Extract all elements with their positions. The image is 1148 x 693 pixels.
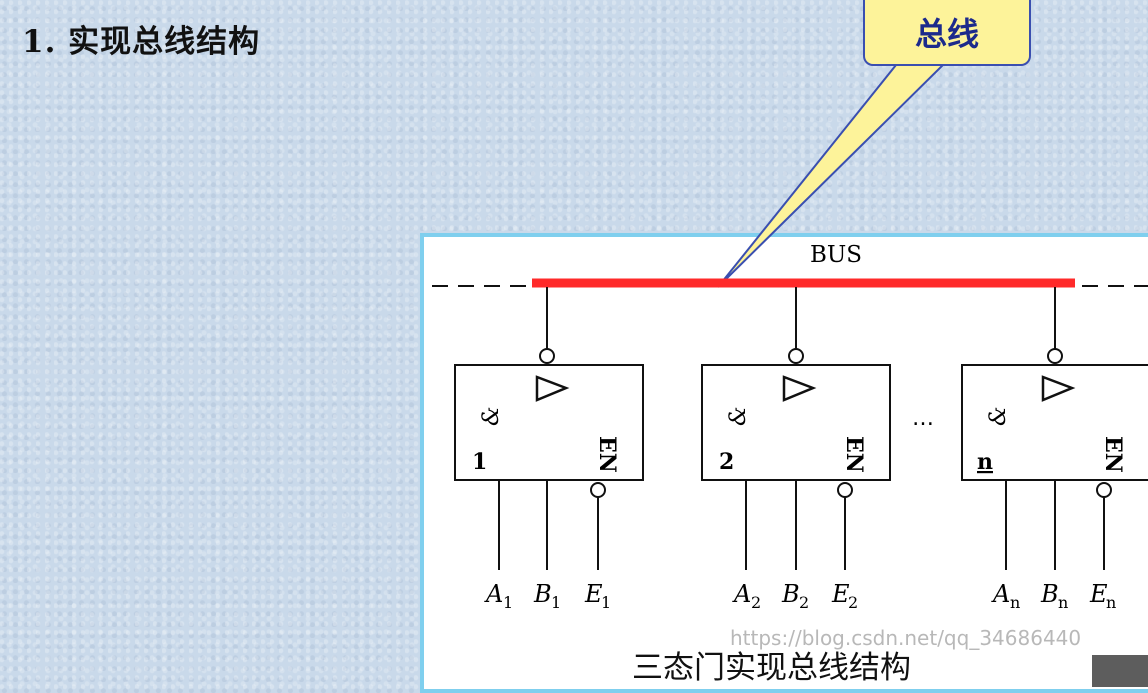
input-a-label: A	[484, 580, 503, 608]
gate-body	[701, 364, 891, 481]
buffer-triangle-icon	[535, 375, 570, 402]
bus-label: BUS	[810, 242, 862, 268]
enable-bubble	[1096, 482, 1112, 498]
input-b-label: B	[533, 580, 552, 608]
diagram-caption: 三态门实现总线结构	[632, 650, 911, 686]
gate-2: & 2 EN A 2 B 2 E 2	[701, 287, 891, 612]
gate-number: 2	[719, 449, 734, 475]
output-bubble	[539, 348, 555, 364]
gate-n: & n EN A n B n E n	[961, 287, 1148, 612]
input-e-label: E	[831, 580, 850, 608]
input-e-label: E	[584, 580, 603, 608]
input-e-subscript: n	[1106, 593, 1116, 612]
buffer-triangle-icon	[1041, 375, 1076, 402]
input-b-subscript: 2	[799, 593, 809, 612]
and-symbol: &	[986, 406, 1011, 426]
gate-number: 1	[472, 449, 487, 475]
input-a-subscript: n	[1010, 593, 1020, 612]
input-b-subscript: 1	[551, 593, 561, 612]
input-b-label: B	[781, 580, 800, 608]
slide-title: 1. 实现总线结构	[22, 24, 261, 60]
and-symbol: &	[479, 406, 504, 426]
gate-number: n	[977, 449, 993, 475]
input-e-subscript: 1	[601, 593, 611, 612]
enable-bubble	[837, 482, 853, 498]
enable-bubble	[590, 482, 606, 498]
and-symbol: &	[726, 406, 751, 426]
ellipsis: …	[912, 406, 934, 431]
gate-body	[961, 364, 1148, 481]
input-a-label: A	[732, 580, 751, 608]
bus-callout: 总线	[863, 0, 1031, 66]
input-e-label: E	[1089, 580, 1108, 608]
input-a-label: A	[991, 580, 1010, 608]
enable-label: EN	[594, 436, 620, 473]
watermark: https://blog.csdn.net/qq_34686440	[730, 626, 1082, 650]
corner-overlay	[1092, 655, 1148, 687]
output-bubble	[1047, 348, 1063, 364]
gate-1: & 1 EN A 1 B 1 E 1	[454, 287, 644, 612]
enable-label: EN	[1100, 436, 1126, 473]
input-e-subscript: 2	[848, 593, 858, 612]
input-a-subscript: 2	[751, 593, 761, 612]
input-b-subscript: n	[1058, 593, 1068, 612]
buffer-triangle-icon	[782, 375, 817, 402]
gate-body	[454, 364, 644, 481]
enable-label: EN	[841, 436, 867, 473]
input-a-subscript: 1	[503, 593, 513, 612]
output-bubble	[788, 348, 804, 364]
input-b-label: B	[1040, 580, 1059, 608]
